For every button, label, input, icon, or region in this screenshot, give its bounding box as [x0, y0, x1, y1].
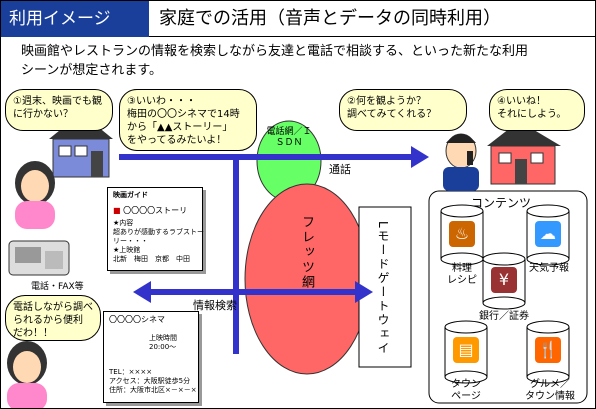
can-bank: [482, 252, 526, 310]
device-label: 電話・FAX等: [31, 282, 84, 292]
page-title: 家庭での活用（音声とデータの同時利用）: [149, 1, 595, 37]
showtime: 20:00～: [149, 343, 177, 351]
cooking-icon: ♨: [449, 221, 475, 247]
bubble-3-line-1: ③いいわ・・・: [127, 96, 196, 107]
bubble-5-line-2: られるから便利: [13, 315, 83, 326]
bubble-2-line-2: 調べてみてくれる？: [347, 109, 437, 120]
section-label: 利用イメージ: [9, 9, 111, 29]
intro-line-2: シーンが想定されます。: [21, 63, 163, 78]
left-house-icon: [49, 113, 113, 178]
intro-text: 映画館やレストランの情報を検索しながら友達と電話で相談する、といった新たな利用 …: [21, 42, 591, 80]
movie-line-4: ★上映館: [113, 246, 141, 254]
gourmet-label: グルメ／ タウン情報: [519, 379, 581, 403]
movie-guide-title: 映画ガイド: [113, 191, 148, 199]
cinema-address: 住所：大阪市北区×－×－×: [109, 386, 197, 394]
cinema-access: アクセス：大阪駅徒歩5分: [109, 377, 191, 385]
call-label: 通話: [329, 163, 351, 176]
cinema-tel: TEL：××××: [109, 368, 153, 376]
bank-icon: ¥: [491, 267, 517, 293]
movie-name-text: 〇〇〇〇ストーリ: [123, 206, 188, 215]
bubble-5-line-3: だわ！！: [13, 328, 53, 339]
cooking-label-2: レシピ: [447, 275, 477, 286]
bubble-2-line-1: ②何を観ようか？: [347, 96, 426, 107]
can-gourmet: [526, 320, 570, 384]
townpage-label-2: ページ: [451, 391, 481, 402]
movie-name: ■ 〇〇〇〇ストーリ: [113, 206, 188, 215]
cinema-title: 〇〇〇〇シネマ: [109, 315, 165, 324]
flets-network-label: フレッツ網: [299, 215, 314, 290]
townpage-label-1: タウン: [451, 379, 481, 390]
movie-line-5: 北新 梅田 京都 中田: [113, 255, 190, 263]
gateway-label: Lモードゲートウェイ: [376, 221, 390, 356]
movie-guide-screen: 映画ガイド ■ 〇〇〇〇ストーリ ★内容 超ありが感動するラブストー リー・・・…: [107, 187, 204, 271]
bubble-3-line-2: 梅田の〇〇シネマで14時: [127, 109, 240, 120]
intro-line-1: 映画館やレストランの情報を検索しながら友達と電話で相談する、といった新たな利用: [21, 44, 529, 59]
can-cooking: [440, 204, 484, 266]
gourmet-label-1: グルメ／: [530, 379, 570, 390]
bubble-1-line-1: ①週末、映画でも観: [13, 96, 102, 107]
cooking-label: 料理 レシピ: [441, 263, 483, 287]
cooking-label-1: 料理: [452, 263, 472, 274]
speech-bubble-5: 電話しながら調べ られるから便利 だわ！！: [5, 295, 101, 341]
weather-label: 天気予報: [529, 263, 569, 274]
gourmet-label-2: タウン情報: [525, 391, 575, 402]
movie-line-3: リー・・・: [113, 237, 148, 245]
woman-top-icon: [15, 161, 55, 229]
bubble-1-line-2: に行かない？: [13, 109, 73, 120]
bubble-3-line-3: から「▲▲ストーリー」: [127, 122, 233, 133]
speech-bubble-3: ③いいわ・・・ 梅田の〇〇シネマで14時 から「▲▲ストーリー」 をやってるみた…: [119, 89, 257, 151]
call-arrow-shaft: [233, 154, 413, 160]
search-arrow-head-right: [355, 281, 373, 303]
speech-bubble-2: ②何を観ようか？ 調べてみてくれる？: [339, 89, 467, 131]
contents-frame: [428, 190, 588, 404]
bubble-4-line-2: それにしよう。: [497, 109, 567, 120]
search-arrow-shaft: [149, 289, 357, 295]
gourmet-icon: 🍴: [535, 337, 561, 363]
bubble-5-line-1: 電話しながら調べ: [13, 302, 93, 313]
showtime-label: 上映時間: [149, 334, 177, 342]
movie-line-2: 超ありが感動するラブストー: [113, 228, 204, 236]
weather-icon: ☁: [535, 221, 561, 247]
phone-fax-icon: [8, 240, 70, 276]
can-townpage: [444, 320, 488, 384]
section-label-box: 利用イメージ 1: [1, 1, 149, 65]
arrows: [119, 146, 429, 354]
speech-bubble-1: ①週末、映画でも観 に行かない？: [5, 89, 113, 131]
townpage-icon: ▤: [453, 337, 479, 363]
section-number: 1: [37, 45, 48, 65]
gateway-box: [358, 206, 412, 368]
bubble-4-line-1: ④いいね！: [497, 96, 546, 107]
bank-label: 銀行／証券: [479, 311, 529, 322]
call-arrow-head: [411, 146, 429, 168]
speech-bubble-4: ④いいね！ それにしよう。: [489, 89, 585, 131]
man-phone-icon: [443, 133, 479, 191]
right-house-icon: [487, 121, 561, 185]
woman-bottom-icon: [7, 341, 47, 408]
cinema-info-screen: 〇〇〇〇シネマ 上映時間 20:00～ TEL：×××× アクセス：大阪駅徒歩5…: [103, 311, 199, 403]
townpage-label: タウン ページ: [445, 379, 487, 403]
contents-title: コンテンツ: [471, 196, 532, 210]
phone-network-label: 電話網／ＩＳＤＮ: [266, 127, 312, 148]
search-arrow-head-left: [133, 281, 151, 303]
search-label: 情報検索: [193, 299, 237, 312]
movie-line-1: ★内容: [113, 219, 134, 227]
content-cans: [440, 204, 570, 384]
bubble-3-line-4: をやってるみたいよ！: [127, 135, 227, 146]
